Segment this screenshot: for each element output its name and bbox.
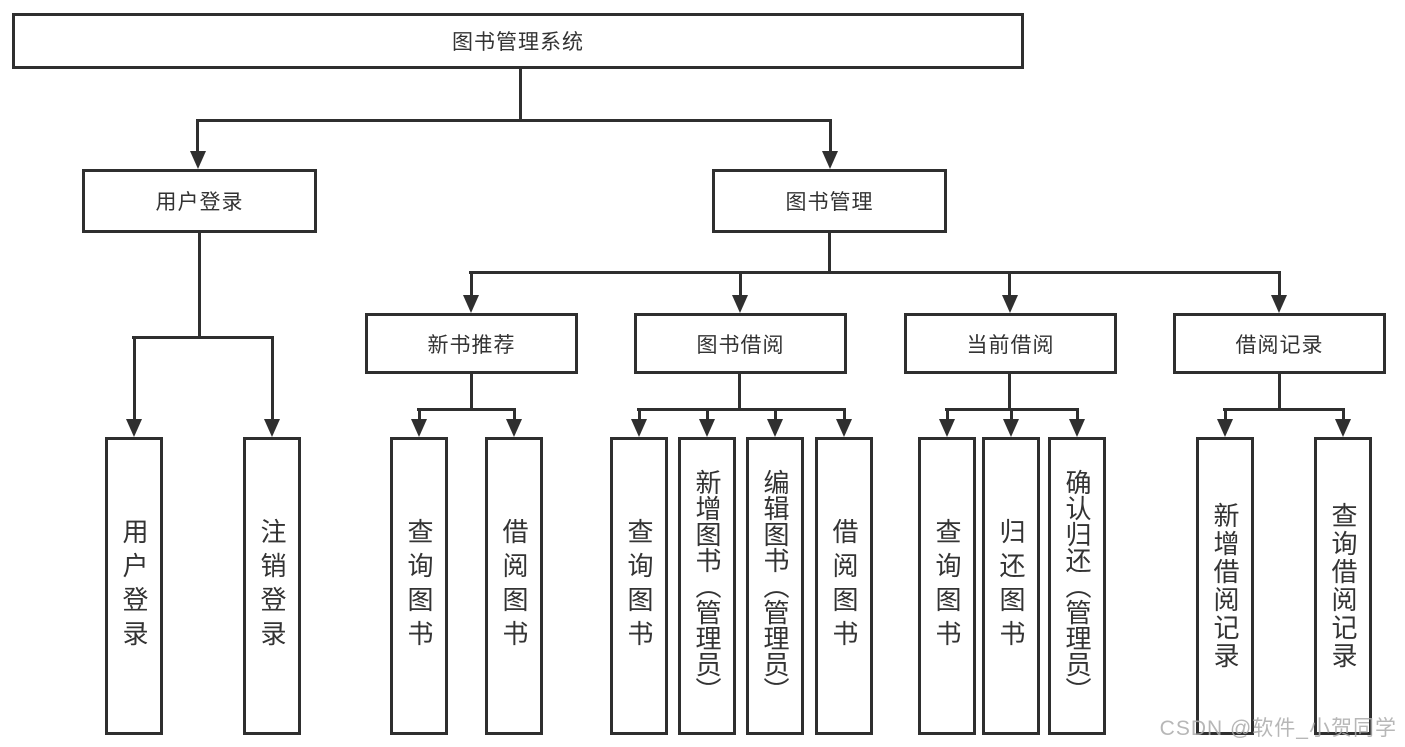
- arrow-down-icon: [699, 419, 715, 437]
- arrow-down-icon: [732, 295, 748, 313]
- leaf-current-confirm-return-admin: 确认归还（管理员）: [1048, 437, 1106, 735]
- connector-newbook-drop-1: [418, 408, 421, 421]
- leaf-current-return-books: 归还图书: [982, 437, 1040, 735]
- connector-root-stub: [519, 69, 522, 119]
- node-root: 图书管理系统: [12, 13, 1024, 69]
- leaf-newbook-borrow-books: 借阅图书: [485, 437, 543, 735]
- connector-mgmt-drop-3: [1008, 271, 1011, 297]
- arrow-down-icon: [264, 419, 280, 437]
- connector-current-stub: [1008, 374, 1011, 408]
- leaf-records-add-record-label: 新增借阅记录: [1210, 502, 1240, 670]
- connector-borrow-rail: [637, 408, 845, 411]
- connector-user-drop-2: [271, 336, 274, 421]
- leaf-borrow-add-books-admin: 新增图书（管理员）: [678, 437, 736, 735]
- connector-records-stub: [1278, 374, 1281, 408]
- connector-records-drop-2: [1342, 408, 1345, 421]
- connector-user-drop-1: [133, 336, 136, 421]
- node-book-management-label: 图书管理: [785, 191, 874, 214]
- arrow-down-icon: [939, 419, 955, 437]
- connector-mgmt-drop-4: [1278, 271, 1281, 297]
- leaf-logout-login-label: 注销登录: [257, 518, 287, 654]
- connector-newbook-rail: [417, 408, 515, 411]
- leaf-borrow-borrow-books: 借阅图书: [815, 437, 873, 735]
- node-new-book-recommend-label: 新书推荐: [427, 333, 516, 357]
- leaf-records-query-record: 查询借阅记录: [1314, 437, 1372, 735]
- leaf-newbook-query-books-label: 查询图书: [404, 518, 434, 654]
- arrow-down-icon: [1217, 419, 1233, 437]
- connector-records-rail: [1223, 408, 1344, 411]
- node-borrowing-records-label: 借阅记录: [1235, 333, 1324, 357]
- node-book-management: 图书管理: [712, 169, 947, 233]
- connector-borrow-drop-1: [638, 408, 641, 421]
- leaf-newbook-query-books: 查询图书: [390, 437, 448, 735]
- connector-current-drop-1: [946, 408, 949, 421]
- connector-root-rail: [197, 119, 831, 122]
- arrow-down-icon: [767, 419, 783, 437]
- leaf-borrow-query-books-label: 查询图书: [624, 518, 654, 654]
- leaf-borrow-add-books-admin-label: 新增图书（管理员）: [692, 469, 722, 703]
- connector-current-drop-2: [1010, 408, 1013, 421]
- leaf-current-query-books: 查询图书: [918, 437, 976, 735]
- leaf-current-return-books-label: 归还图书: [996, 518, 1026, 654]
- node-new-book-recommend: 新书推荐: [365, 313, 578, 374]
- leaf-borrow-query-books: 查询图书: [610, 437, 668, 735]
- leaf-borrow-borrow-books-label: 借阅图书: [829, 518, 859, 654]
- connector-mgmt-drop-1: [470, 271, 473, 297]
- node-borrowing-records: 借阅记录: [1173, 313, 1386, 374]
- leaf-newbook-borrow-books-label: 借阅图书: [499, 518, 529, 654]
- connector-newbook-stub: [470, 374, 473, 408]
- connector-borrow-drop-4: [843, 408, 846, 421]
- connector-current-drop-3: [1076, 408, 1079, 421]
- arrow-down-icon: [190, 151, 206, 169]
- connector-newbook-drop-2: [513, 408, 516, 421]
- leaf-user-login: 用户登录: [105, 437, 163, 735]
- leaf-borrow-edit-books-admin-label: 编辑图书（管理员）: [760, 469, 790, 703]
- arrow-down-icon: [506, 419, 522, 437]
- connector-mgmt-rail: [469, 271, 1281, 274]
- node-root-label: 图书管理系统: [452, 31, 584, 54]
- arrow-down-icon: [1271, 295, 1287, 313]
- connector-mgmt-drop-2: [739, 271, 742, 297]
- leaf-logout-login: 注销登录: [243, 437, 301, 735]
- node-user-login-label: 用户登录: [155, 191, 244, 214]
- leaf-current-confirm-return-admin-label: 确认归还（管理员）: [1062, 469, 1092, 703]
- leaf-current-query-books-label: 查询图书: [932, 518, 962, 654]
- arrow-down-icon: [1335, 419, 1351, 437]
- arrow-down-icon: [822, 151, 838, 169]
- node-user-login: 用户登录: [82, 169, 317, 233]
- arrow-down-icon: [126, 419, 142, 437]
- node-book-borrowing-label: 图书借阅: [696, 333, 785, 357]
- arrow-down-icon: [1002, 295, 1018, 313]
- node-book-borrowing: 图书借阅: [634, 313, 847, 374]
- leaf-records-add-record: 新增借阅记录: [1196, 437, 1254, 735]
- leaf-borrow-edit-books-admin: 编辑图书（管理员）: [746, 437, 804, 735]
- connector-borrow-drop-3: [774, 408, 777, 421]
- connector-borrow-stub: [738, 374, 741, 408]
- arrow-down-icon: [836, 419, 852, 437]
- arrow-down-icon: [411, 419, 427, 437]
- connector-records-drop-1: [1224, 408, 1227, 421]
- arrow-down-icon: [463, 295, 479, 313]
- connector-root-drop-left: [196, 119, 199, 153]
- leaf-user-login-label: 用户登录: [119, 518, 149, 654]
- node-current-borrowing-label: 当前借阅: [966, 333, 1055, 357]
- csdn-watermark: CSDN @软件_小贺同学: [1159, 717, 1397, 740]
- node-current-borrowing: 当前借阅: [904, 313, 1117, 374]
- connector-user-rail: [132, 336, 273, 339]
- connector-mgmt-stub: [828, 233, 831, 271]
- arrow-down-icon: [631, 419, 647, 437]
- leaf-records-query-record-label: 查询借阅记录: [1328, 502, 1358, 670]
- arrow-down-icon: [1003, 419, 1019, 437]
- arrow-down-icon: [1069, 419, 1085, 437]
- connector-user-stub: [198, 233, 201, 336]
- connector-root-drop-right: [829, 119, 832, 153]
- connector-borrow-drop-2: [706, 408, 709, 421]
